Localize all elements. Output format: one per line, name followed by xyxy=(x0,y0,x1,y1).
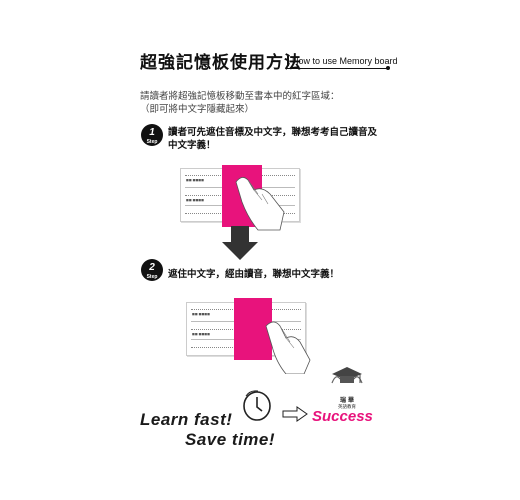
step-1-number: 1 xyxy=(149,127,155,138)
title-dot xyxy=(386,66,390,70)
down-arrow-icon xyxy=(222,226,258,266)
step-1-badge-icon: 1 Step xyxy=(140,123,163,146)
slogan-save-time: Save time! xyxy=(185,430,276,449)
intro-line-2: （即可將中文字隱藏起來） xyxy=(140,104,255,115)
intro-line-1: 請讀者將超強記憶板移動至書本中的紅字區域： xyxy=(140,91,340,102)
clock-icon xyxy=(240,388,274,426)
slogan-success: Success xyxy=(312,408,373,425)
logo-sub: 英語教育 xyxy=(338,405,356,410)
step-1-text: 讀者可先遮住音標及中文字，聯想考考自己讀音及 中文字義！ xyxy=(168,126,377,152)
step-2-badge-icon: 2 Step xyxy=(140,258,163,281)
step-2-word: Step xyxy=(147,274,158,280)
logo: 瑞 華 英語教育 xyxy=(326,365,368,410)
intro-text: 請讀者將超強記憶板移動至書本中的紅字區域： （即可將中文字隱藏起來） xyxy=(140,90,340,116)
step-1-text-line-1: 讀者可先遮住音標及中文字，聯想考考自己讀音及 xyxy=(168,127,378,138)
page-title-en: How to use Memory board xyxy=(287,56,398,66)
step-1-text-line-2: 中文字義！ xyxy=(168,140,216,151)
step-2-text: 遮住中文字，經由讀音，聯想中文字義！ xyxy=(168,269,340,280)
right-arrow-icon xyxy=(282,406,308,426)
step-2-number: 2 xyxy=(148,262,155,273)
title-underline xyxy=(287,68,388,69)
page-title: 超強記憶板使用方法 xyxy=(140,53,302,73)
slogan-learn-fast: Learn fast! xyxy=(140,410,233,429)
step-2-hand-icon xyxy=(262,318,312,378)
logo-name: 瑞 華 xyxy=(339,397,355,404)
step-1-word: Step xyxy=(147,139,158,145)
graduation-cap-icon xyxy=(331,367,363,384)
step-2-memory-board xyxy=(234,298,272,360)
step-1-hand-icon xyxy=(232,172,292,236)
